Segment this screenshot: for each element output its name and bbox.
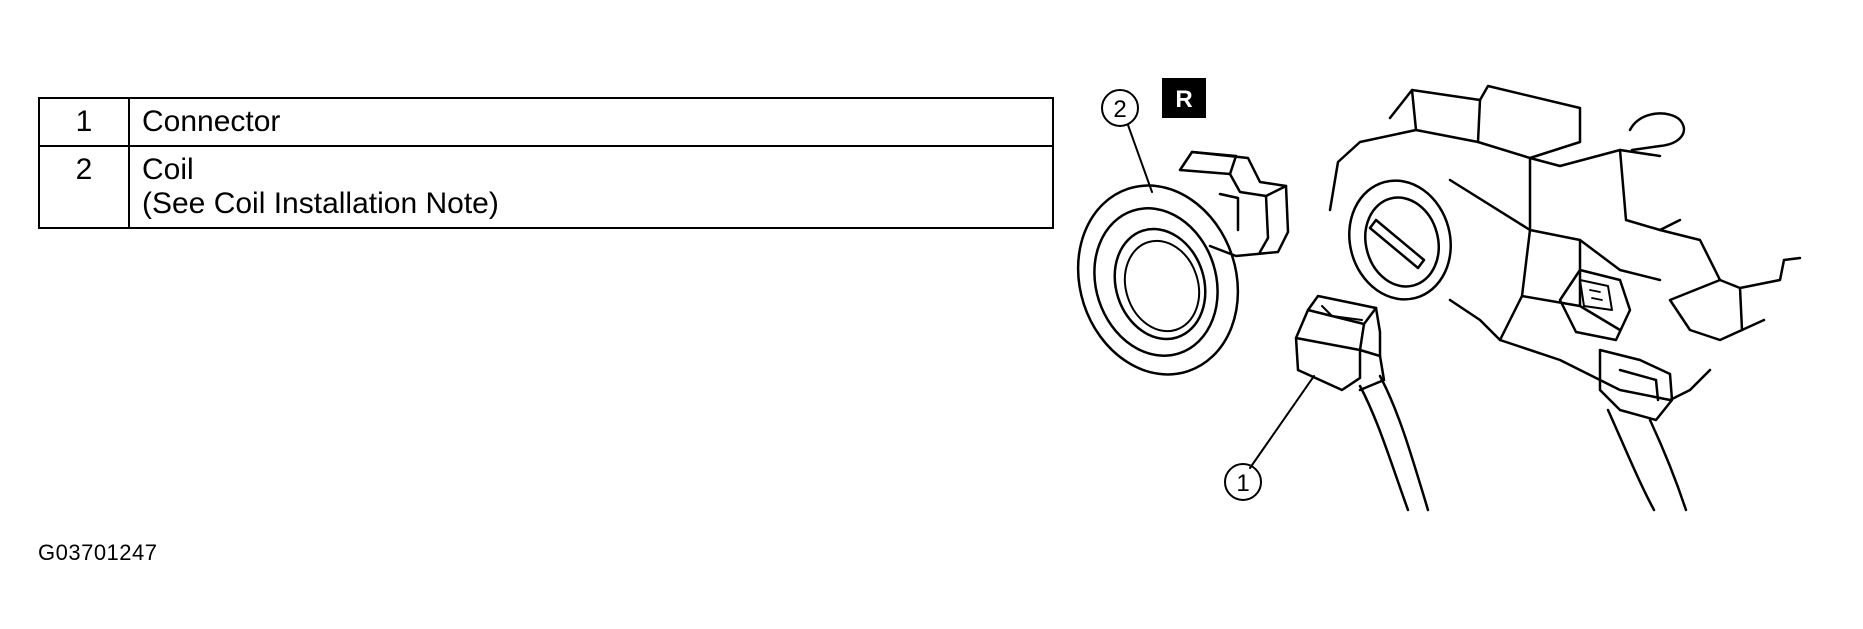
legend-description-line: Coil bbox=[142, 153, 194, 186]
legend-description: Connector bbox=[128, 97, 1054, 147]
legend-description-note: (See Coil Installation Note) bbox=[142, 187, 499, 220]
coil-ring-icon bbox=[1076, 150, 1290, 376]
legend-row-coil: 2 Coil (See Coil Installation Note) bbox=[38, 145, 1054, 229]
callout-connector: 1 bbox=[1224, 375, 1315, 501]
ignition-switch-diagram: R 2 1 bbox=[1076, 78, 1802, 512]
figure-id: G03701247 bbox=[38, 540, 158, 565]
orientation-badge-label: R bbox=[1175, 86, 1192, 113]
legend-description-line: Connector bbox=[142, 105, 281, 138]
ignition-switch-body-icon bbox=[1328, 84, 1802, 512]
connector-icon bbox=[1294, 294, 1430, 512]
callout-coil-number: 2 bbox=[1113, 96, 1126, 123]
callout-connector-number: 1 bbox=[1236, 470, 1249, 497]
legend-row-connector: 1 Connector bbox=[38, 97, 1054, 147]
parts-legend-table: 1 Connector 2 Coil (See Coil Installatio… bbox=[38, 97, 1054, 229]
legend-description: Coil (See Coil Installation Note) bbox=[128, 145, 1054, 229]
legend-number: 2 bbox=[38, 145, 130, 229]
orientation-badge: R bbox=[1162, 78, 1206, 118]
callout-coil: 2 bbox=[1101, 89, 1153, 193]
legend-number: 1 bbox=[38, 97, 130, 147]
